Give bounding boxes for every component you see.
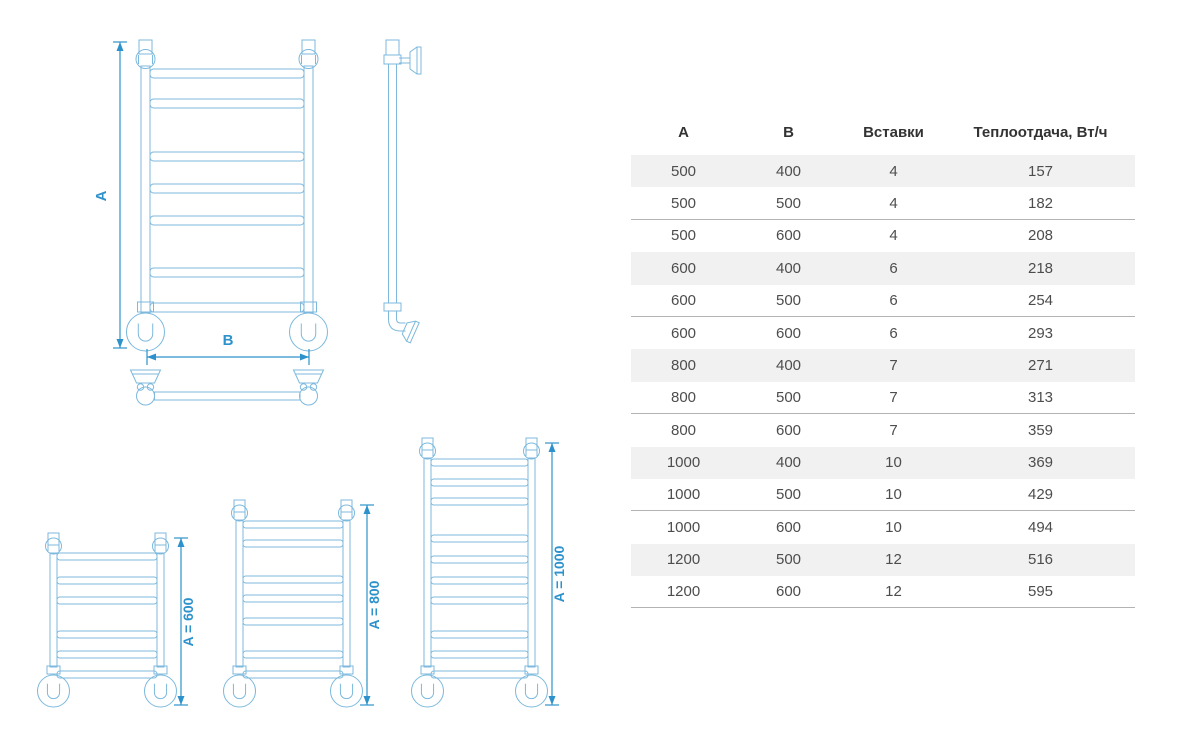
table-cell: 429	[1027, 486, 1054, 504]
table-cell: 500	[775, 291, 802, 309]
table-cell: 494	[1027, 518, 1054, 536]
table-cell: 1000	[666, 454, 701, 472]
table-cell: 1200	[666, 583, 701, 601]
table-cell: 600	[670, 259, 697, 277]
top-view-drawing	[129, 369, 325, 406]
table-cell: 1000	[666, 518, 701, 536]
table-cell: 254	[1027, 291, 1054, 309]
table-row: 800 400 7 271	[631, 349, 1135, 382]
table-cell: 500	[775, 388, 802, 406]
dimension-label-a: A	[93, 190, 110, 201]
table-cell: 400	[775, 162, 802, 180]
table-cell: 6	[889, 324, 898, 342]
table-cell: 400	[775, 357, 802, 375]
dimension-label-a600: A = 600	[180, 597, 196, 646]
table-cell: 12	[885, 583, 902, 601]
table-cell: 600	[775, 583, 802, 601]
col-header-a: A	[678, 124, 689, 141]
table-cell: 313	[1027, 388, 1054, 406]
table-cell: 4	[889, 162, 898, 180]
table-row: 500 500 4 182	[631, 187, 1135, 220]
table-cell: 800	[670, 357, 697, 375]
variant-600-drawing: A = 600	[37, 532, 196, 708]
side-view-drawing	[383, 39, 422, 344]
table-cell: 500	[775, 486, 802, 504]
col-header-b: B	[783, 124, 794, 141]
table-cell: 7	[889, 421, 898, 439]
table-cell: 359	[1027, 421, 1054, 439]
table-cell: 600	[670, 324, 697, 342]
table-cell: 516	[1027, 551, 1054, 569]
table-header-row: A B Вставки Теплоотдача, Вт/ч	[631, 110, 1135, 155]
table-cell: 800	[670, 388, 697, 406]
table-cell: 595	[1027, 583, 1054, 601]
col-header-heat-output: Теплоотдача, Вт/ч	[973, 124, 1108, 141]
table-cell: 7	[889, 388, 898, 406]
table-cell: 800	[670, 421, 697, 439]
table-row: 1000 400 10 369	[631, 446, 1135, 479]
table-cell: 500	[670, 194, 697, 212]
table-cell: 182	[1027, 194, 1054, 212]
table-cell: 500	[670, 162, 697, 180]
table-cell: 6	[889, 291, 898, 309]
dimension-label-a800: A = 800	[366, 580, 382, 629]
table-row: 1200 600 12 595	[631, 576, 1135, 609]
table-cell: 157	[1027, 162, 1054, 180]
table-cell: 271	[1027, 357, 1054, 375]
variant-800-drawing: A = 800	[223, 499, 382, 708]
table-cell: 293	[1027, 324, 1054, 342]
table-cell: 600	[775, 324, 802, 342]
table-row: 600 600 6 293	[631, 317, 1135, 349]
table-cell: 500	[775, 194, 802, 212]
table-cell: 1000	[666, 486, 701, 504]
table-cell: 10	[885, 518, 902, 536]
table-cell: 400	[775, 259, 802, 277]
dimension-label-a1000: A = 1000	[551, 545, 567, 602]
table-cell: 500	[775, 551, 802, 569]
table-cell: 1200	[666, 551, 701, 569]
table-row: 600 500 6 254	[631, 285, 1135, 317]
table-cell: 4	[889, 194, 898, 212]
table-cell: 600	[775, 421, 802, 439]
table-cell: 12	[885, 551, 902, 569]
table-cell: 7	[889, 357, 898, 375]
spec-table: A B Вставки Теплоотдача, Вт/ч 500 400 4 157…	[631, 110, 1135, 609]
table-row: 500 600 4 208	[631, 220, 1135, 252]
table-cell: 600	[670, 291, 697, 309]
table-cell: 208	[1027, 227, 1054, 245]
variant-1000-drawing: A = 1000	[411, 437, 567, 708]
front-view-drawing: AB	[93, 39, 328, 365]
table-row: 1200 500 12 516	[631, 543, 1135, 577]
table-cell: 600	[775, 518, 802, 536]
table-row: 800 600 7 359	[631, 414, 1135, 446]
table-cell: 6	[889, 259, 898, 277]
table-cell: 369	[1027, 454, 1054, 472]
col-header-inserts: Вставки	[863, 124, 924, 141]
table-body: 500 400 4 157 500 500 4 182 500 600 4 208 600 400 6 218…	[631, 155, 1135, 609]
table-row: 1000 600 10 494	[631, 511, 1135, 543]
table-cell: 500	[670, 227, 697, 245]
dimension-label-b: B	[223, 332, 234, 349]
table-cell: 4	[889, 227, 898, 245]
table-row: 800 500 7 313	[631, 382, 1135, 415]
table-cell: 400	[775, 454, 802, 472]
table-cell: 10	[885, 454, 902, 472]
table-row: 500 400 4 157	[631, 155, 1135, 188]
table-cell: 10	[885, 486, 902, 504]
table-cell: 600	[775, 227, 802, 245]
table-cell: 218	[1027, 259, 1054, 277]
table-row: 600 400 6 218	[631, 252, 1135, 285]
table-row: 1000 500 10 429	[631, 479, 1135, 512]
